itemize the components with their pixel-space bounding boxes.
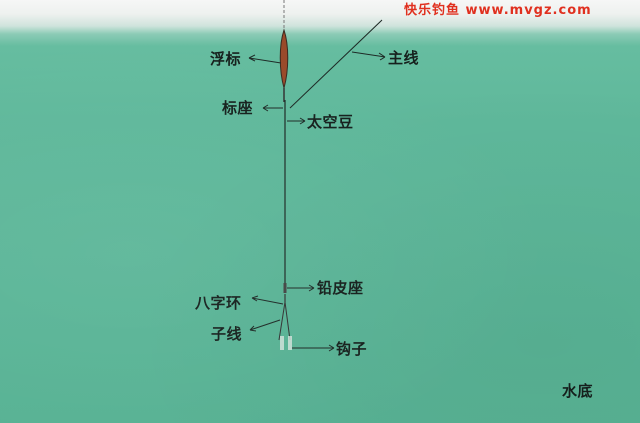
watermark: 快乐钓鱼 www.mvgz.com	[404, 3, 592, 18]
label-main-line: 主线	[388, 49, 420, 67]
arrow-sub-line	[249, 319, 281, 332]
label-swivel: 八字环	[195, 294, 242, 312]
label-space-beans: 太空豆	[307, 113, 354, 131]
arrow-swivel	[251, 295, 284, 305]
arrow-space-beans	[287, 117, 306, 125]
label-lead-seat: 铅皮座	[317, 279, 364, 297]
pointer-arrows	[248, 51, 386, 352]
label-float: 浮标	[210, 50, 242, 68]
label-float-seat: 标座	[222, 99, 254, 117]
main-line-pointer	[289, 19, 383, 109]
arrow-float	[248, 54, 282, 64]
label-hook: 钩子	[336, 340, 368, 358]
float-body	[279, 28, 289, 90]
arrow-lead-seat	[287, 284, 315, 292]
label-sub-line: 子线	[211, 325, 243, 343]
arrow-float-seat	[262, 104, 283, 112]
hook-mark-2	[288, 336, 292, 350]
sub-line-shape	[278, 301, 291, 341]
hook-mark	[280, 336, 284, 350]
label-bottom: 水底	[562, 382, 594, 400]
arrow-hook	[292, 344, 335, 352]
arrow-main-line	[351, 51, 386, 61]
